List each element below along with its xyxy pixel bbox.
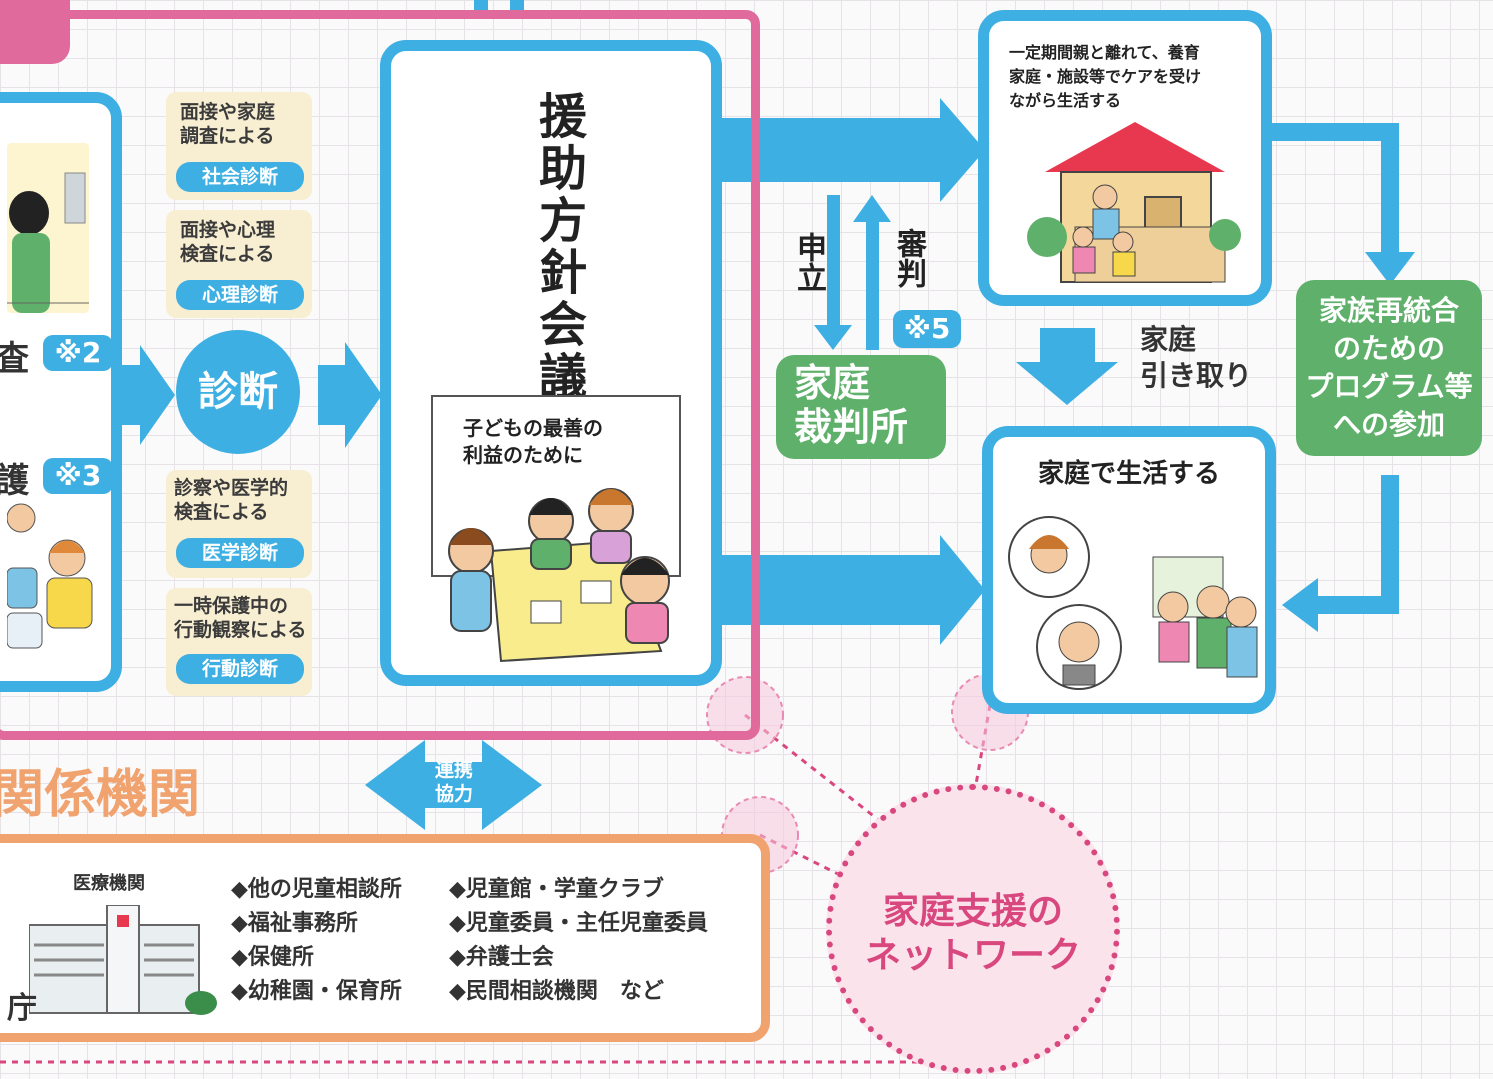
related-orgs-title: 関係機関	[0, 765, 201, 825]
arrow-to-meeting	[318, 342, 382, 448]
medical-institution-label: 医療機関	[73, 873, 145, 894]
orgs-column-1: ◆他の児童相談所 ◆福祉事務所 ◆保健所 ◆幼稚園・保育所	[231, 873, 402, 1009]
home-return-label: 家庭 引き取り	[1140, 323, 1253, 392]
org-item: ◆弁護士会	[449, 945, 554, 970]
foster-care-box: 一定期間親と離れて、養育 家庭・施設等でケアを受け ながら生活する	[978, 10, 1272, 306]
reunification-box: 家族再統合 のための プログラム等 への参加	[1296, 280, 1482, 456]
org-item: ◆児童館・学童クラブ	[449, 877, 664, 902]
medical-diagnosis-desc: 診察や医学的 検査による	[174, 477, 289, 523]
foster-care-text: 一定期間親と離れて、養育 家庭・施設等でケアを受け ながら生活する	[1009, 43, 1202, 110]
medical-diagnosis-pill: 医学診断	[176, 538, 304, 568]
meeting-card-text: 子どもの最善の 利益のために	[463, 416, 603, 467]
behavior-diagnosis-pill: 行動診断	[176, 654, 304, 684]
social-diagnosis-card: 面接や家庭 調査による 社会診断	[166, 92, 312, 200]
reunification-label: 家族再統合 のための プログラム等 への参加	[1305, 294, 1473, 441]
arrow-home-return	[1016, 328, 1118, 405]
children-illustration	[6, 498, 97, 658]
psych-diagnosis-desc: 面接や心理 検査による	[180, 219, 276, 265]
family-illustration	[1008, 516, 1258, 690]
org-item: ◆民間相談機関 など	[449, 979, 664, 1004]
ruling-label: 審判	[891, 228, 926, 288]
arrow-ruling	[853, 195, 891, 350]
family-court-label: 家庭 裁判所	[794, 361, 909, 449]
investigation-box: 査 ※2 護 ※3	[0, 92, 122, 692]
petition-label: 申立	[791, 232, 826, 292]
diagnosis-circle: 診断	[176, 330, 300, 454]
family-life-title: 家庭で生活する	[1037, 459, 1220, 489]
family-life-box: 家庭で生活する	[982, 426, 1276, 714]
psych-diagnosis-card: 面接や心理 検査による 心理診断	[166, 210, 312, 318]
org-item: ◆児童委員・主任児童委員	[449, 911, 708, 936]
behavior-diagnosis-desc: 一時保護中の 行動観察による	[174, 595, 307, 641]
note-3-badge: ※3	[43, 458, 113, 494]
note-5-badge: ※5	[893, 310, 961, 348]
note-2-badge: ※2	[43, 335, 113, 371]
policy-meeting-title: 援助方針会議	[530, 91, 586, 403]
arrow-petition	[814, 195, 852, 350]
protection-label: 護	[0, 461, 29, 501]
investigation-label: 査	[0, 339, 29, 379]
social-diagnosis-pill: 社会診断	[176, 162, 304, 192]
org-item: ◆福祉事務所	[231, 911, 358, 936]
policy-meeting-box: 援助方針会議 子どもの最善の 利益のために	[380, 40, 722, 686]
consultation-illustration	[7, 143, 89, 313]
arrow-to-foster	[720, 98, 985, 202]
family-court-box: 家庭 裁判所	[776, 355, 946, 459]
meeting-people-illustration	[448, 488, 670, 663]
arrow-to-diagnosis	[115, 345, 175, 445]
arrow-to-home	[720, 535, 985, 645]
related-orgs-box: 医療機関 庁 ◆他の児童相談所 ◆福祉事務所 ◆保健所 ◆幼稚園・保育所 ◆児童…	[0, 834, 770, 1042]
arrow-cooperation	[365, 740, 542, 830]
family-support-network-label: 家庭支援の ネットワーク	[864, 891, 1081, 976]
org-item: ◆幼稚園・保育所	[231, 979, 402, 1004]
hospital-illustration	[29, 905, 217, 1015]
consultation-frame	[0, 10, 760, 740]
medical-diagnosis-card: 診察や医学的 検査による 医学診断	[166, 470, 312, 578]
orgs-column-2: ◆児童館・学童クラブ ◆児童委員・主任児童委員 ◆弁護士会 ◆民間相談機関 など	[449, 873, 708, 1009]
house-illustration	[1027, 122, 1241, 283]
cooperation-label: 連携 協力	[434, 759, 473, 805]
behavior-diagnosis-card: 一時保護中の 行動観察による 行動診断	[166, 588, 312, 696]
cut-off-char: 庁	[7, 991, 37, 1026]
family-support-network-circle: 家庭支援の ネットワーク	[826, 784, 1120, 1074]
org-item: ◆保健所	[231, 945, 314, 970]
psych-diagnosis-pill: 心理診断	[176, 280, 304, 310]
social-diagnosis-desc: 面接や家庭 調査による	[180, 101, 276, 147]
org-item: ◆他の児童相談所	[231, 877, 402, 902]
